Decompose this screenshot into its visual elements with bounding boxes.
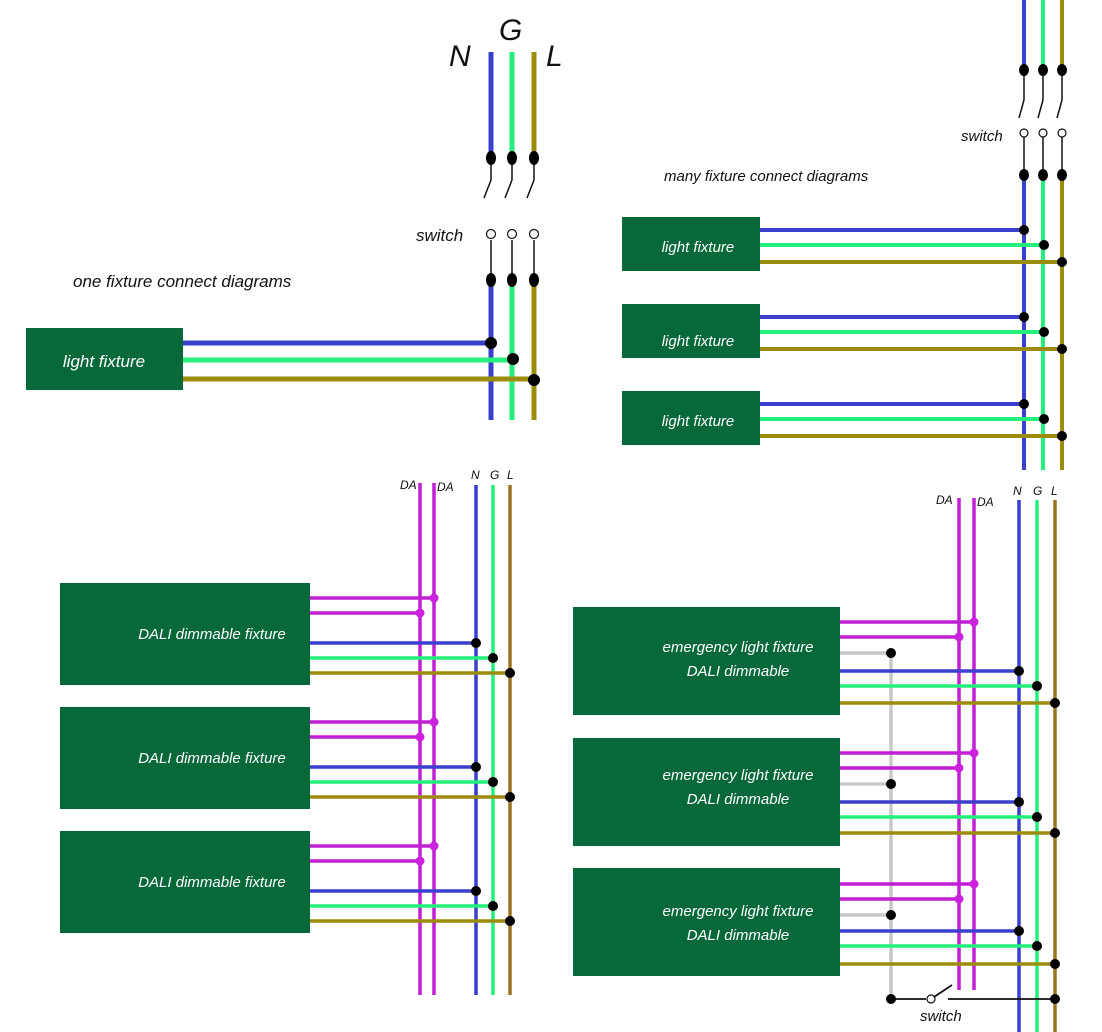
switch-label: switch — [920, 1008, 962, 1025]
emergency-fixture-label: emergency light fixture — [663, 767, 814, 784]
bus-label-n: N — [449, 40, 471, 73]
panel-one-fixture: N G L swi — [26, 14, 563, 420]
bus-label-l: L — [1051, 484, 1058, 498]
emergency-fixture-box — [573, 868, 840, 976]
emergency-fixture-sublabel: DALI dimmable — [687, 791, 790, 808]
light-fixture-label: light fixture — [662, 333, 735, 350]
many-fixture-caption: many fixture connect diagrams — [664, 168, 869, 185]
dali-fixture-box — [60, 831, 310, 933]
dali-fixture-box — [60, 707, 310, 809]
panel-many-fixtures: switch many fixture connect diagrams lig… — [622, 0, 1067, 470]
light-fixture-label: light fixture — [662, 413, 735, 430]
bus-label-n: N — [471, 468, 480, 482]
da-label: DA — [400, 478, 417, 492]
switch-symbol — [483, 158, 540, 280]
light-fixture-box — [26, 328, 183, 390]
bus-label-l: L — [546, 40, 563, 73]
light-fixture-box — [622, 217, 760, 271]
light-fixture-label: light fixture — [63, 352, 145, 371]
panel-dali-dimmable: DA DA N G L — [60, 468, 515, 995]
bus-label-n: N — [1013, 484, 1022, 498]
bus-label-l: L — [507, 468, 514, 482]
da-label: DA — [936, 493, 953, 507]
da-label: DA — [977, 495, 994, 509]
emergency-fixture-label: emergency light fixture — [663, 903, 814, 920]
dali-fixture-label: DALI dimmable fixture — [138, 626, 286, 643]
dali-fixture-label: DALI dimmable fixture — [138, 874, 286, 891]
light-fixture-box — [622, 304, 760, 358]
dali-fixture-box — [60, 583, 310, 685]
emergency-fixture-sublabel: DALI dimmable — [687, 927, 790, 944]
bus-label-g: G — [490, 468, 499, 482]
bus-label-g: G — [499, 14, 522, 47]
dali-fixture-label: DALI dimmable fixture — [138, 750, 286, 767]
one-fixture-caption: one fixture connect diagrams — [73, 272, 292, 291]
switch-label: switch — [961, 128, 1003, 145]
switch-label: switch — [416, 226, 463, 245]
emergency-fixture-label: emergency light fixture — [663, 639, 814, 656]
emergency-fixture-sublabel: DALI dimmable — [687, 663, 790, 680]
emergency-switch — [891, 984, 1055, 1004]
panel-emergency-dali: DA DA N G L — [573, 484, 1060, 1032]
da-label: DA — [437, 480, 454, 494]
emergency-fixture-box — [573, 738, 840, 846]
light-fixture-label: light fixture — [662, 239, 735, 256]
light-fixture-box — [622, 391, 760, 445]
emergency-fixture-box — [573, 607, 840, 715]
bus-label-g: G — [1033, 484, 1042, 498]
